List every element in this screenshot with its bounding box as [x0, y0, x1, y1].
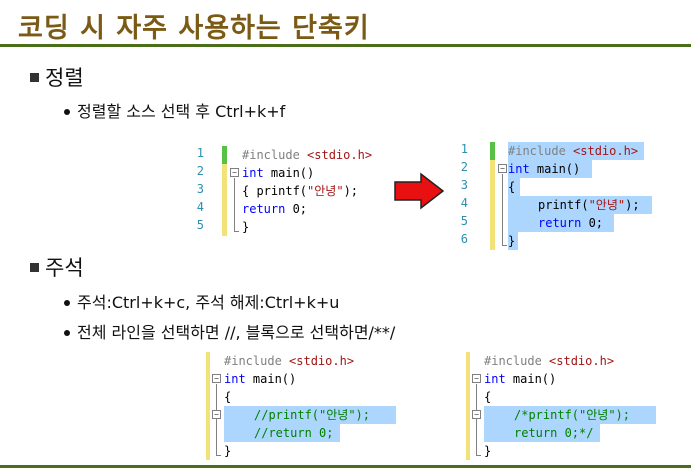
heading-sort-text: 정렬 — [45, 66, 84, 90]
code-line-4: printf("안녕"); — [538, 198, 640, 212]
line-number: 2 — [460, 160, 468, 174]
line-number: 4 — [460, 196, 468, 210]
selection-highlight — [508, 214, 614, 232]
code-line-1: #include <stdio.h> — [242, 148, 373, 162]
round-bullet-icon — [64, 299, 70, 306]
bullet-comment-1: 주석:Ctrl+k+c, 주석 해제:Ctrl+k+u — [64, 289, 339, 313]
slide-title: 코딩 시 자주 사용하는 단축키 — [18, 13, 370, 44]
code-line-5: //return 0; — [254, 426, 334, 440]
line-number: 2 — [196, 164, 204, 178]
outline-guide — [216, 384, 217, 456]
code-line-6: } — [224, 444, 232, 458]
selection-highlight — [508, 142, 644, 160]
selection-highlight — [508, 232, 518, 250]
collapse-icon[interactable]: − — [498, 164, 507, 173]
code-line-1: #include <stdio.h> — [224, 354, 355, 368]
outline-guide — [476, 384, 477, 456]
line-number: 3 — [196, 182, 204, 196]
outline-guide-end — [476, 455, 481, 456]
code-line-comment: − − #include <stdio.h> int main() { //pr… — [206, 352, 406, 464]
collapse-icon[interactable]: − — [230, 168, 239, 177]
heading-comment: 주석 — [30, 252, 84, 282]
square-bullet-icon — [30, 262, 39, 272]
bottom-rule — [0, 465, 691, 468]
heading-sort: 정렬 — [30, 62, 84, 92]
bullet-sort: 정렬할 소스 선택 후 Ctrl+k+f — [64, 98, 285, 122]
square-bullet-icon — [30, 72, 39, 82]
line-number: 6 — [460, 232, 468, 246]
line-number: 5 — [196, 218, 204, 232]
selection-highlight — [484, 424, 600, 442]
collapse-icon[interactable]: − — [472, 374, 481, 383]
bullet-comment-1-text: 주석:Ctrl+k+c, 주석 해제:Ctrl+k+u — [77, 293, 340, 312]
code-line-3: { — [508, 180, 516, 194]
outline-guide — [502, 174, 503, 246]
code-line-5: } — [242, 220, 250, 234]
code-line-5: return 0; — [538, 216, 604, 230]
collapse-icon[interactable]: − — [472, 410, 481, 419]
code-line-4: //printf("안녕"); — [254, 408, 371, 422]
selection-highlight — [484, 406, 656, 424]
right-arrow-icon — [394, 172, 445, 210]
round-bullet-icon — [64, 329, 70, 336]
round-bullet-icon — [64, 108, 70, 115]
code-line-3: { printf("안녕"); — [242, 184, 359, 198]
outline-guide-end — [234, 231, 239, 232]
collapse-icon[interactable]: − — [212, 410, 221, 419]
bullet-sort-text: 정렬할 소스 선택 후 Ctrl+k+f — [77, 102, 286, 121]
code-line-4: return 0; — [242, 202, 308, 216]
outline-guide — [234, 178, 235, 232]
change-bar-unsaved — [222, 164, 227, 236]
selection-highlight — [224, 406, 396, 424]
bullet-comment-2: 전체 라인을 선택하면 //, 블록으로 선택하면/**/ — [64, 319, 395, 343]
code-line-6: } — [508, 234, 516, 248]
line-number: 4 — [196, 200, 204, 214]
code-line-5: return 0;*/ — [514, 426, 594, 440]
line-number: 5 — [460, 214, 468, 228]
line-number: 1 — [460, 142, 468, 156]
code-line-2: int main() — [484, 372, 557, 386]
outline-guide-end — [216, 455, 221, 456]
collapse-icon[interactable]: − — [212, 374, 221, 383]
selection-highlight — [224, 424, 340, 442]
outline-guide-end — [502, 245, 507, 246]
change-bar-saved — [222, 146, 227, 164]
code-line-1: #include <stdio.h> — [508, 144, 639, 158]
code-before-format: 1 2 3 4 5 − #include <stdio.h> int main(… — [190, 142, 390, 238]
heading-comment-text: 주석 — [45, 256, 84, 280]
selection-highlight — [508, 178, 520, 196]
selection-highlight — [508, 196, 652, 214]
code-line-2: int main() — [242, 166, 315, 180]
code-line-3: { — [484, 390, 492, 404]
selection-highlight — [508, 160, 592, 178]
title-rule — [0, 44, 691, 47]
change-bar-unsaved — [490, 160, 495, 250]
change-bar-unsaved — [466, 352, 470, 460]
code-line-6: } — [484, 444, 492, 458]
code-line-1: #include <stdio.h> — [484, 354, 615, 368]
line-number: 3 — [460, 178, 468, 192]
code-after-format: 1 2 3 4 5 6 − #include <stdio.h> int mai… — [454, 142, 664, 254]
line-number: 1 — [196, 146, 204, 160]
code-line-2: int main() — [224, 372, 297, 386]
change-bar-unsaved — [206, 352, 210, 460]
code-line-2: int main() — [508, 162, 581, 176]
code-line-3: { — [224, 390, 232, 404]
code-block-comment: − − #include <stdio.h> int main() { /*pr… — [466, 352, 676, 464]
code-line-4: /*printf("안녕"); — [514, 408, 631, 422]
bullet-comment-2-text: 전체 라인을 선택하면 //, 블록으로 선택하면/**/ — [77, 323, 396, 342]
change-bar-saved — [490, 142, 495, 160]
